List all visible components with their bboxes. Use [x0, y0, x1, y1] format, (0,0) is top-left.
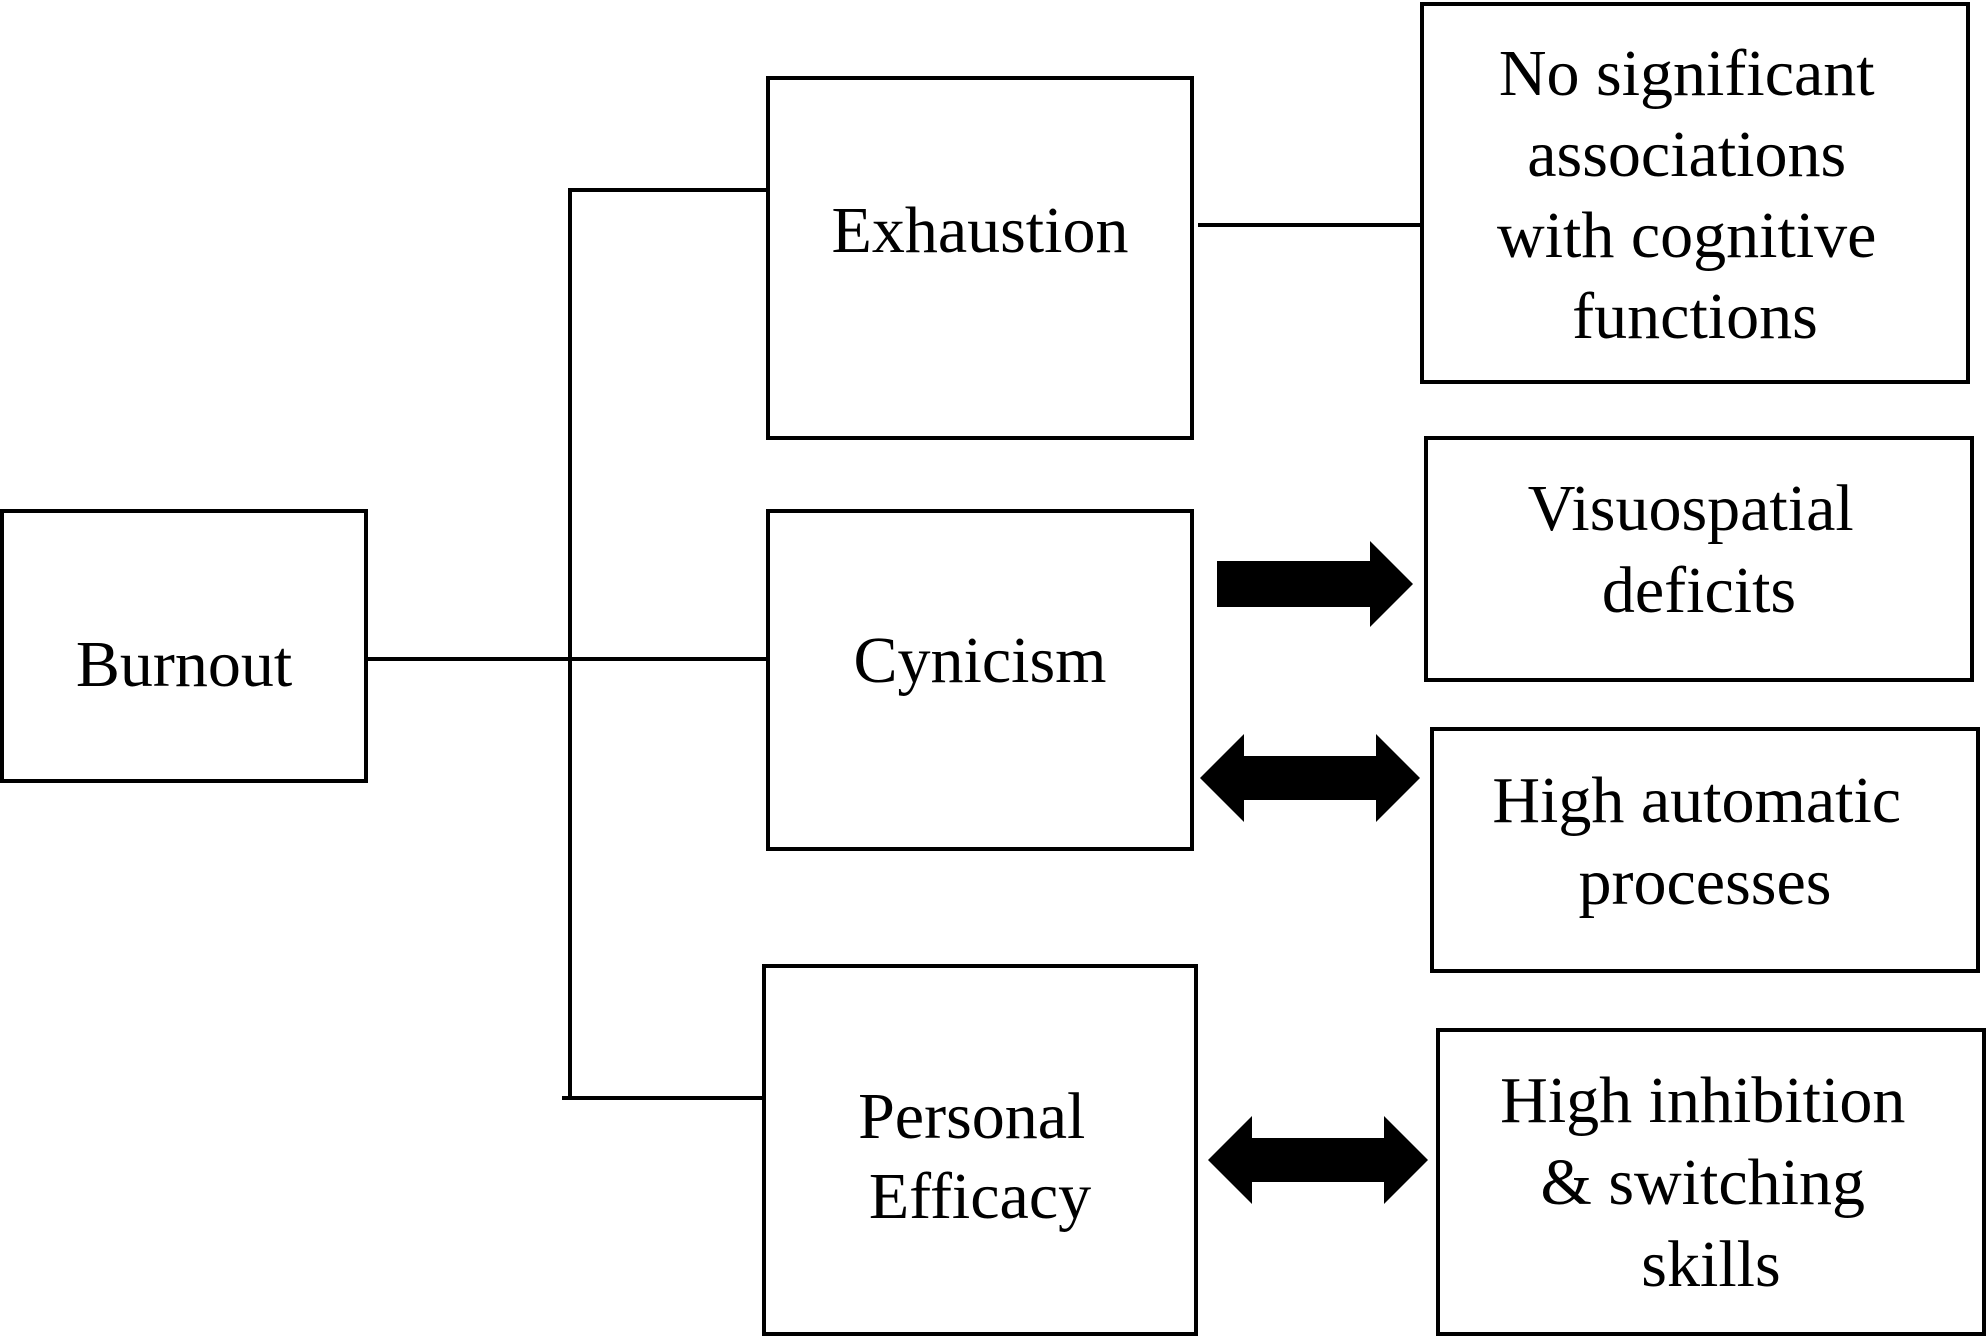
inhibition-box [1436, 1028, 1986, 1336]
cynicism-box [766, 509, 1194, 851]
personal-efficacy-box [762, 964, 1198, 1336]
personal-efficacy-line-1: Personal [858, 1080, 1085, 1153]
inhibition-line-2: & switching [1541, 1146, 1866, 1219]
personal-efficacy-line-2: Efficacy [869, 1160, 1091, 1233]
exhaustion-label: Exhaustion [832, 194, 1129, 267]
visuospatial-line-1: Visuospatial [1528, 472, 1854, 545]
inhibition-line-1: High inhibition [1500, 1064, 1905, 1137]
cynicism-label: Cynicism [853, 624, 1106, 697]
no-associations-line-1: No significant [1499, 37, 1875, 110]
connectors [366, 188, 1422, 1100]
visuospatial-line-2: deficits [1602, 554, 1796, 627]
automatic-line-1: High automatic [1492, 764, 1901, 837]
automatic-label: High automatic processes [1492, 764, 1917, 919]
arrows [1200, 541, 1428, 1204]
no-associations-line-2: associations [1527, 118, 1846, 191]
double-arrow-automatic [1200, 734, 1420, 822]
inhibition-label: High inhibition & switching skills [1500, 1064, 1922, 1301]
double-arrow-inhibition [1208, 1116, 1428, 1204]
automatic-line-2: processes [1579, 846, 1832, 919]
no-associations-box [1420, 2, 1970, 384]
labels: Burnout Exhaustion Cynicism Personal Eff… [76, 37, 1922, 1301]
personal-efficacy-label: Personal Efficacy [858, 1080, 1102, 1233]
no-associations-line-4: functions [1572, 280, 1818, 353]
visuospatial-label: Visuospatial deficits [1528, 472, 1871, 627]
burnout-label: Burnout [76, 628, 292, 701]
burnout-box [0, 509, 368, 783]
no-associations-line-3: with cognitive [1497, 199, 1876, 272]
no-associations-label: No significant associations with cogniti… [1497, 37, 1893, 353]
exhaustion-box [766, 76, 1194, 440]
visuospatial-box [1424, 436, 1974, 682]
inhibition-line-3: skills [1641, 1228, 1780, 1301]
right-arrow [1217, 541, 1413, 627]
automatic-box [1430, 727, 1980, 973]
